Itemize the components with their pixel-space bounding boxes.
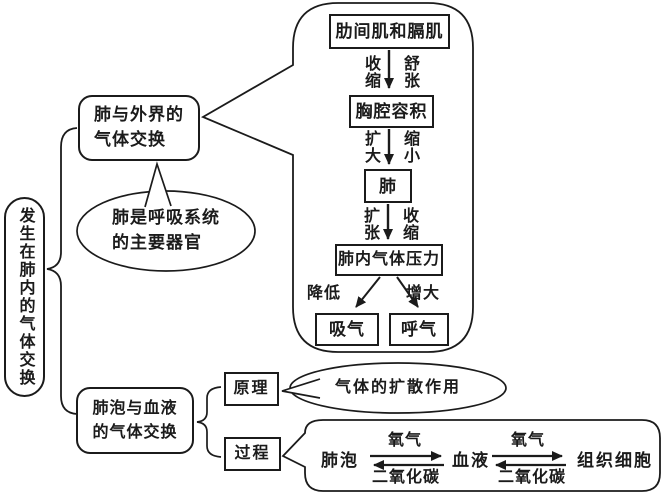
process-oxygen-label-2: 氧气 [511, 432, 546, 449]
flow-pressure-label: 肺内气体压力 [337, 251, 440, 268]
flow-step1-left-label: 收缩 [362, 55, 379, 89]
process-tissue-label: 组织细胞 [577, 451, 653, 470]
flow-thoracic-volume-label: 胸腔容积 [355, 102, 428, 121]
flow-lung-label: 肺 [379, 176, 397, 196]
principle-box [224, 372, 279, 406]
branch-lung-outside-box [78, 95, 200, 161]
note-bubble-line2: 的主要器官 [112, 233, 202, 252]
process-co2-label-2: 二氧化碳 [498, 469, 567, 486]
branch-alveoli-blood-line2: 的气体交换 [92, 423, 178, 441]
flow-inhale-label: 吸气 [329, 320, 365, 339]
flow-muscles-label: 肋间肌和膈肌 [335, 22, 444, 41]
note-bubble-line1: 肺是呼吸系统 [112, 208, 220, 228]
branch-lung-outside-line1: 肺与外界的 [94, 105, 184, 125]
note-bubble-tail-icon [144, 161, 172, 208]
branch-alveoli-blood-label: 肺泡与血液 的气体交换 [77, 388, 193, 453]
principle-bubble-label: 气体的扩散作用 [334, 379, 461, 396]
root-topic-label: 发生在肺内的气体交换 [16, 207, 34, 387]
flow-box-pressure [335, 244, 443, 276]
branch-alveoli-blood-box [76, 387, 194, 454]
process-box [224, 437, 281, 471]
branch-lung-outside-label: 肺与外界的 气体交换 [79, 96, 199, 160]
flow-step2-right-label: 缩小 [401, 130, 418, 164]
flow-arrow-exhale-icon [396, 276, 419, 308]
process-co2-label-1: 二氧化碳 [372, 469, 441, 486]
flow-exhale-label: 呼气 [401, 320, 437, 339]
flow-increase-label: 增大 [406, 285, 441, 302]
process-oxygen-label-1: 氧气 [388, 432, 423, 449]
branch-alveoli-blood-line1: 肺泡与血液 [92, 400, 178, 418]
flow-box-exhale [389, 313, 449, 346]
sub-brace [196, 386, 222, 458]
principle-label: 原理 [233, 380, 270, 397]
flow-arrow-inhale-icon [355, 276, 381, 308]
flow-step1-right-label: 舒张 [401, 55, 418, 89]
principle-bubble-tail-icon [281, 378, 321, 399]
flow-box-lung [364, 169, 412, 203]
flow-step2-left-label: 扩大 [362, 130, 379, 164]
process-alveoli-label: 肺泡 [321, 451, 359, 470]
flow-box-thoracic-volume [349, 95, 434, 128]
flow-step3-right-label: 收缩 [400, 207, 417, 241]
process-bubble [281, 419, 661, 492]
root-topic-box [4, 197, 45, 397]
process-label: 过程 [234, 445, 271, 462]
branch-lung-outside-line2: 气体交换 [94, 130, 166, 149]
flow-box-muscles [329, 14, 450, 49]
main-brace [46, 127, 78, 415]
flow-step3-left-label: 扩张 [361, 207, 378, 241]
flow-decrease-label: 降低 [307, 285, 342, 302]
process-blood-label: 血液 [452, 451, 490, 470]
flow-box-inhale [315, 313, 379, 346]
note-bubble-label: 肺是呼吸系统 的主要器官 [77, 192, 255, 270]
